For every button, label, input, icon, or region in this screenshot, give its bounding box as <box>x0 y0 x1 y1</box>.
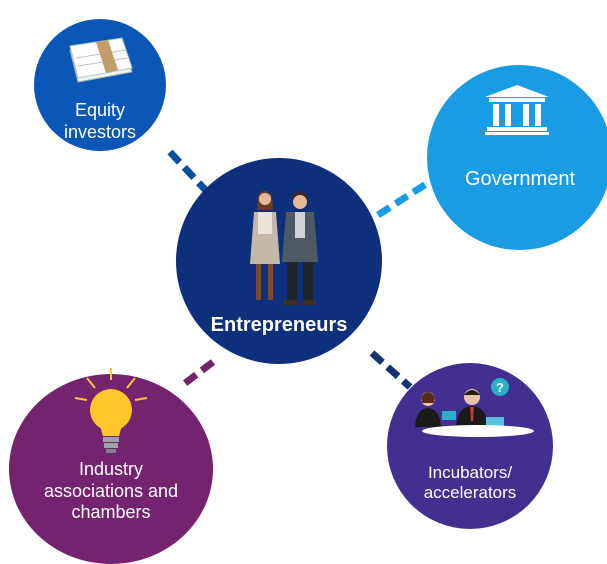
government-label: Government <box>464 168 576 190</box>
equity-investors-label: Equity investors <box>63 100 137 142</box>
connector-government <box>376 172 442 218</box>
entrepreneurs-label: Entrepreneurs <box>210 314 348 336</box>
government-building-icon <box>485 85 549 135</box>
connector-incubators <box>369 350 413 390</box>
incubators-accelerators-label: Incubators/ accelerators <box>423 463 517 503</box>
industry-associations-label: Industry associations and chambers <box>43 459 179 523</box>
money-stack-icon <box>69 37 133 83</box>
connector-industry <box>177 359 216 390</box>
meeting-icon: ? <box>415 378 534 437</box>
businesspeople-icon <box>250 191 318 305</box>
svg-text:?: ? <box>496 380 504 395</box>
lightbulb-icon <box>74 368 148 453</box>
